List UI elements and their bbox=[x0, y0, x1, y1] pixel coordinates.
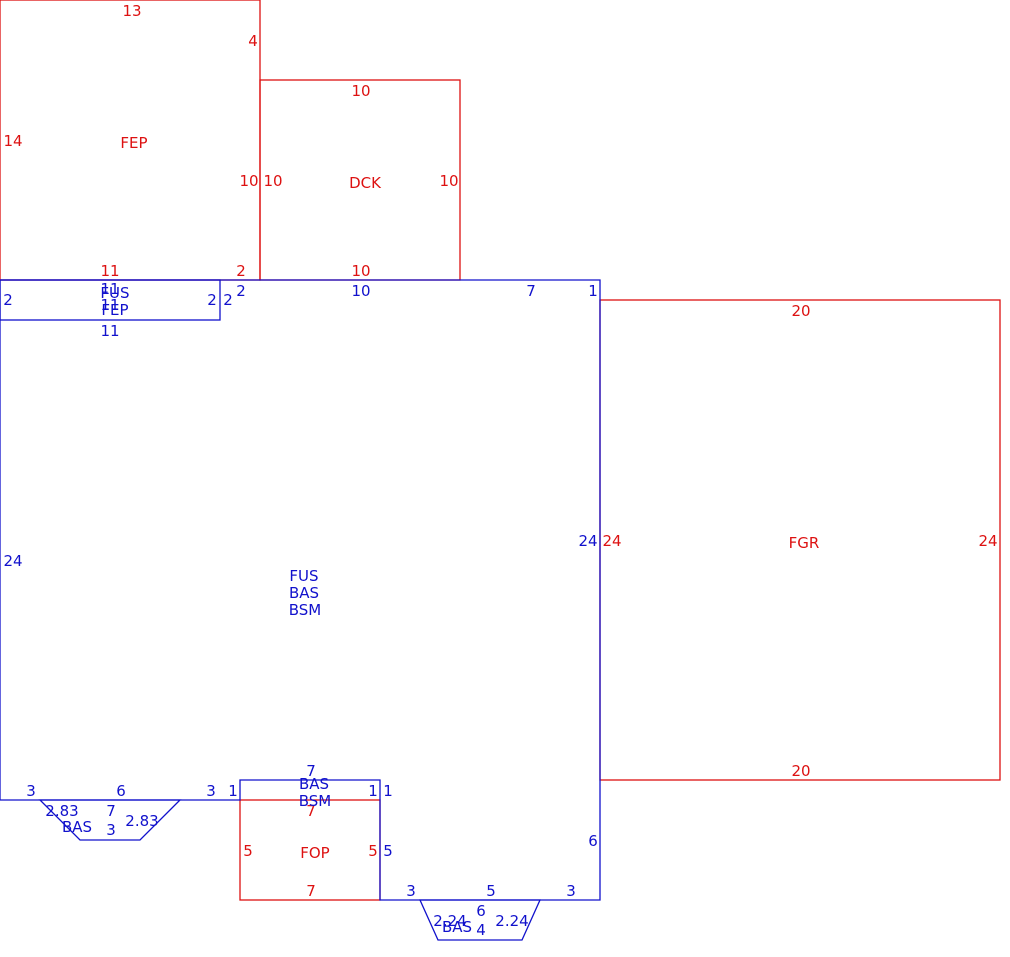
main-dim-bottom-right-a: 3 bbox=[406, 882, 416, 900]
bay-right-dim-left: 2.24 bbox=[433, 912, 466, 930]
main-dim-step-right: 1 bbox=[383, 782, 393, 800]
bay-right-outline bbox=[418, 899, 542, 941]
strip-label-fus: FUS bbox=[100, 284, 129, 302]
main-dim-bottom-left-c: 3 bbox=[206, 782, 216, 800]
main-dim-bottom-right-b: 5 bbox=[486, 882, 496, 900]
fep-label: FEP bbox=[120, 134, 147, 152]
bump-label-bsm: BSM bbox=[299, 792, 332, 810]
bay-left-dim-right: 2.83 bbox=[125, 812, 158, 830]
fep-dim-right: 10 bbox=[239, 172, 258, 190]
main-dim-bottom-left-d: 1 bbox=[228, 782, 238, 800]
bump-dim-top: 7 bbox=[306, 762, 316, 780]
dck-dim-bottom: 10 bbox=[351, 262, 370, 280]
bay-right-label: BAS bbox=[442, 918, 472, 936]
dck-dim-top: 10 bbox=[351, 82, 370, 100]
fgr-label: FGR bbox=[789, 534, 820, 552]
fgr-dim-right: 24 bbox=[978, 532, 997, 550]
fep-dim-left: 14 bbox=[3, 132, 22, 150]
bay-left-outline bbox=[38, 799, 182, 841]
fop-dim-left: 5 bbox=[243, 842, 253, 860]
fgr-dim-left: 24 bbox=[602, 532, 621, 550]
main-dim-top-corner: 1 bbox=[588, 282, 598, 300]
fep-dim-bottom-right: 2 bbox=[236, 262, 246, 280]
bay-right-dim-top: 6 bbox=[476, 902, 486, 920]
dck-dim-right: 10 bbox=[439, 172, 458, 190]
dck-dim-left: 10 bbox=[263, 172, 282, 190]
blue-labels: 2 11 FUS 11 FEP 2 2 11 2 10 7 1 24 24 6 … bbox=[3, 280, 598, 939]
main-dim-bottom-left-a: 3 bbox=[26, 782, 36, 800]
bay-left-dim-left: 2.83 bbox=[45, 802, 78, 820]
fop-label: FOP bbox=[300, 844, 329, 862]
fep-dim-bottom: 11 bbox=[100, 262, 119, 280]
fep-dim-right-upper: 4 bbox=[248, 32, 258, 50]
fgr-dim-top: 20 bbox=[791, 302, 810, 320]
main-dim-bottom-right-c: 3 bbox=[566, 882, 576, 900]
strip-outline bbox=[0, 279, 221, 321]
strip-dim-bottom: 11 bbox=[100, 322, 119, 340]
fop-dim-top: 7 bbox=[306, 802, 316, 820]
dck-label: DCK bbox=[349, 174, 382, 192]
main-dim-right-lower: 6 bbox=[588, 832, 598, 850]
main-label-bas: BAS bbox=[289, 584, 319, 602]
bump-dim-right: 1 bbox=[368, 782, 378, 800]
main-dim-top-right: 7 bbox=[526, 282, 536, 300]
fop-dim-right-blue: 5 bbox=[383, 842, 393, 860]
blue-areas bbox=[0, 279, 601, 941]
main-dim-top-left: 2 bbox=[236, 282, 246, 300]
main-dim-left: 24 bbox=[3, 552, 22, 570]
red-areas bbox=[0, 0, 1001, 901]
main-label-fus: FUS bbox=[289, 567, 318, 585]
bay-left-label: BAS bbox=[62, 818, 92, 836]
main-dim-top-mid: 10 bbox=[351, 282, 370, 300]
fep-dim-top: 13 bbox=[122, 2, 141, 20]
bay-left-dim-bottom: 3 bbox=[106, 821, 116, 839]
fop-dim-bottom: 7 bbox=[306, 882, 316, 900]
bump-label-bas: BAS bbox=[299, 775, 329, 793]
strip-label-fep: FEP bbox=[101, 301, 128, 319]
fop-dim-right: 5 bbox=[368, 842, 378, 860]
strip-dim-left: 2 bbox=[3, 291, 13, 309]
bay-left-dim-top: 7 bbox=[106, 802, 116, 820]
main-dim-bottom-left-b: 6 bbox=[116, 782, 126, 800]
red-labels: 13 4 14 FEP 10 11 2 10 10 DCK 10 10 20 2… bbox=[3, 2, 997, 900]
main-dim-right: 24 bbox=[578, 532, 597, 550]
bay-right-dim-bottom: 4 bbox=[476, 921, 486, 939]
strip-dim-right-outer: 2 bbox=[223, 291, 233, 309]
fgr-dim-bottom: 20 bbox=[791, 762, 810, 780]
bay-right-dim-right: 2.24 bbox=[495, 912, 528, 930]
strip-dim-right: 2 bbox=[207, 291, 217, 309]
strip-label-over-1: 11 bbox=[100, 280, 119, 298]
strip-label-over-2: 11 bbox=[100, 296, 119, 314]
main-label-bsm: BSM bbox=[289, 601, 322, 619]
